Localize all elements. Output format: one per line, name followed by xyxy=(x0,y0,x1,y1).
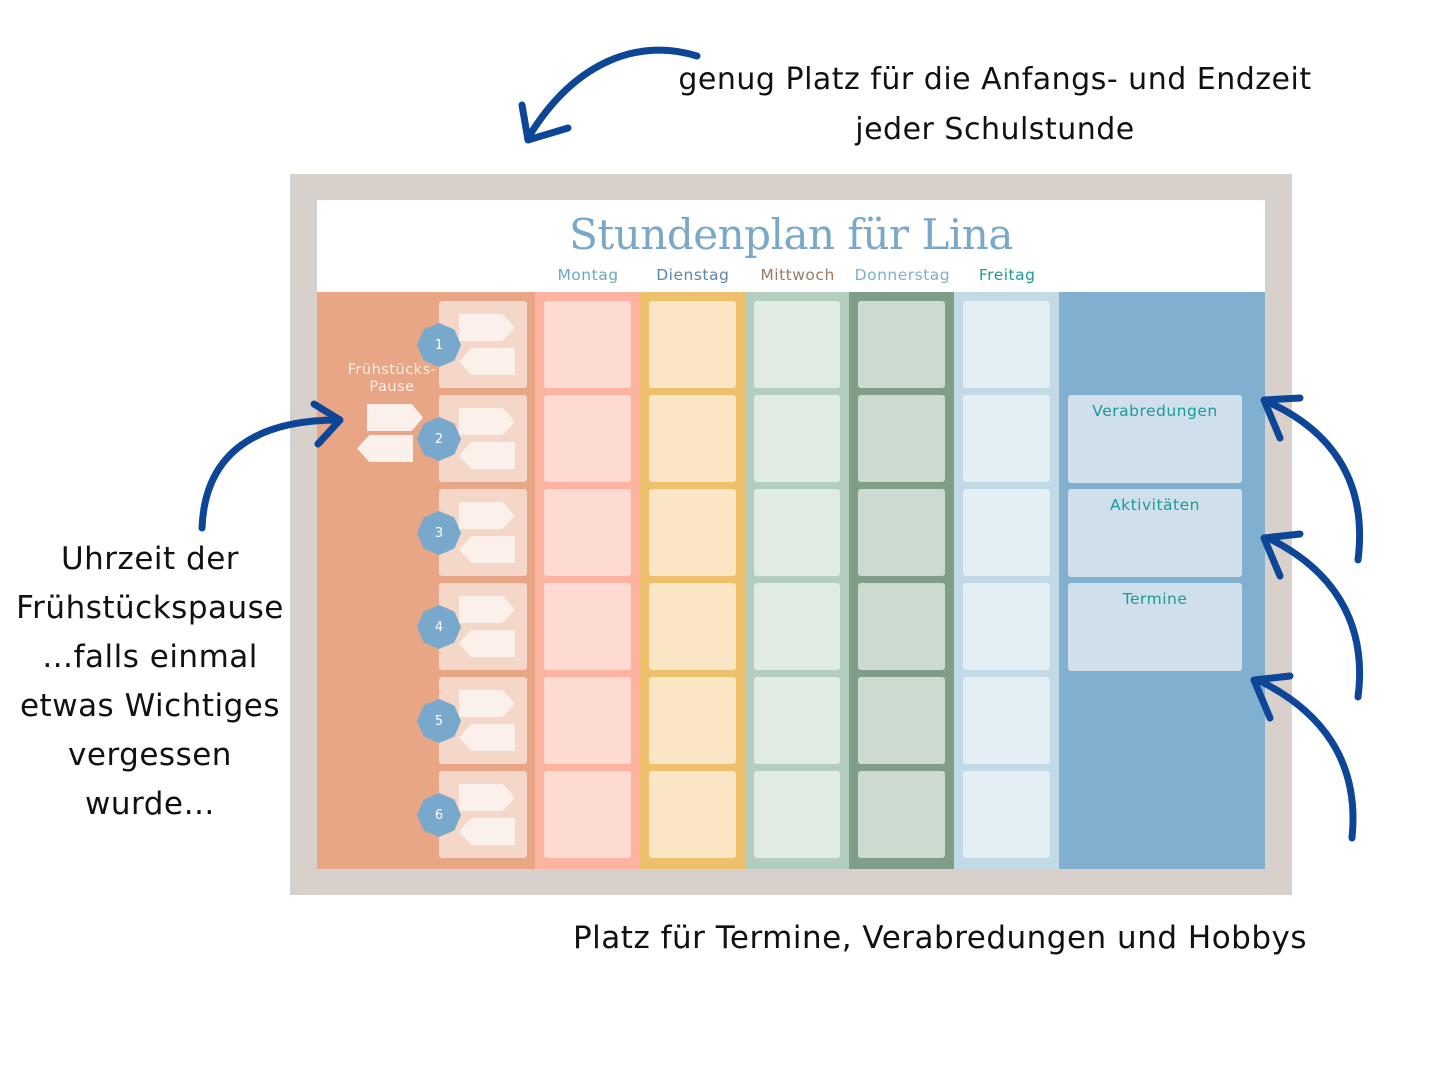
lesson-cell[interactable] xyxy=(648,771,736,858)
lesson-cell[interactable] xyxy=(648,677,736,764)
notes-box-aktivitten[interactable]: Aktivitäten xyxy=(1068,489,1242,577)
lesson-cell[interactable] xyxy=(648,395,736,482)
lesson-cell[interactable] xyxy=(858,301,946,388)
day-column-montag xyxy=(535,292,641,869)
caption-breakfast-break: Uhrzeit der Frühstückspause …falls einma… xyxy=(16,541,284,822)
period-number-badge: 2 xyxy=(417,417,461,461)
lesson-cell[interactable] xyxy=(963,489,1050,576)
lesson-cell[interactable] xyxy=(753,677,841,764)
start-time-tag[interactable] xyxy=(459,502,515,529)
end-time-tag[interactable] xyxy=(459,630,515,657)
lesson-cell[interactable] xyxy=(544,583,631,670)
day-column-dienstag xyxy=(639,292,746,869)
day-label-donnerstag: Donnerstag xyxy=(854,266,951,284)
lesson-time-box xyxy=(439,395,527,482)
lesson-cell[interactable] xyxy=(544,771,631,858)
lesson-cell[interactable] xyxy=(648,489,736,576)
caption-lesson-times: genug Platz für die Anfangs- und Endzeit… xyxy=(678,62,1312,147)
lesson-cell[interactable] xyxy=(858,677,946,764)
break-end-time-tag[interactable] xyxy=(357,435,413,462)
lesson-cell[interactable] xyxy=(753,771,841,858)
end-time-tag[interactable] xyxy=(459,536,515,563)
day-label-montag: Montag xyxy=(557,266,619,284)
day-label-freitag: Freitag xyxy=(978,266,1036,284)
end-time-tag[interactable] xyxy=(459,442,515,469)
lesson-cell[interactable] xyxy=(963,395,1050,482)
lesson-cell[interactable] xyxy=(753,489,841,576)
lesson-cell[interactable] xyxy=(544,677,631,764)
lesson-cell[interactable] xyxy=(544,489,631,576)
lesson-cell[interactable] xyxy=(858,489,946,576)
day-label-dienstag: Dienstag xyxy=(656,266,730,284)
lesson-cell[interactable] xyxy=(753,583,841,670)
poster-title: Stundenplan für Lina xyxy=(569,210,1013,259)
day-column-donnerstag xyxy=(849,292,955,869)
period-number-badge: 6 xyxy=(417,793,461,837)
start-time-tag[interactable] xyxy=(459,408,515,435)
lesson-cell[interactable] xyxy=(963,677,1050,764)
lesson-cell[interactable] xyxy=(544,301,631,388)
lesson-cell[interactable] xyxy=(858,583,946,670)
period-number-badge: 5 xyxy=(417,699,461,743)
start-time-tag[interactable] xyxy=(459,690,515,717)
day-column-mittwoch xyxy=(744,292,850,869)
period-number-badge: 4 xyxy=(417,605,461,649)
breakfast-break-label: Frühstücks-Pause xyxy=(347,362,437,395)
start-time-tag[interactable] xyxy=(459,784,515,811)
notes-box-termine[interactable]: Termine xyxy=(1068,583,1242,671)
end-time-tag[interactable] xyxy=(459,348,515,375)
period-number-badge: 3 xyxy=(417,511,461,555)
lesson-cell[interactable] xyxy=(544,395,631,482)
caption-appointments: Platz für Termine, Verabredungen und Hob… xyxy=(572,920,1308,956)
day-label-mittwoch: Mittwoch xyxy=(760,266,835,284)
day-column-freitag xyxy=(954,292,1060,869)
lesson-cell[interactable] xyxy=(858,771,946,858)
lesson-cell[interactable] xyxy=(648,301,736,388)
lesson-cell[interactable] xyxy=(858,395,946,482)
end-time-tag[interactable] xyxy=(459,818,515,845)
period-number-badge: 1 xyxy=(417,323,461,367)
timetable-poster: Stundenplan für Lina Montag Dienstag Mittw… xyxy=(317,200,1265,869)
lesson-cell[interactable] xyxy=(963,301,1050,388)
break-start-time-tag[interactable] xyxy=(367,404,423,431)
start-time-tag[interactable] xyxy=(459,314,515,341)
lesson-cell[interactable] xyxy=(753,395,841,482)
lesson-cell[interactable] xyxy=(963,583,1050,670)
lesson-cell[interactable] xyxy=(648,583,736,670)
lesson-cell[interactable] xyxy=(753,301,841,388)
lesson-times-column: Frühstücks-Pause 1 2 3 4 5 6 xyxy=(317,292,535,869)
end-time-tag[interactable] xyxy=(459,724,515,751)
lesson-cell[interactable] xyxy=(963,771,1050,858)
start-time-tag[interactable] xyxy=(459,596,515,623)
poster-frame: Stundenplan für Lina Montag Dienstag Mittw… xyxy=(290,174,1292,895)
notes-box-verabredungen[interactable]: Verabredungen xyxy=(1068,395,1242,483)
